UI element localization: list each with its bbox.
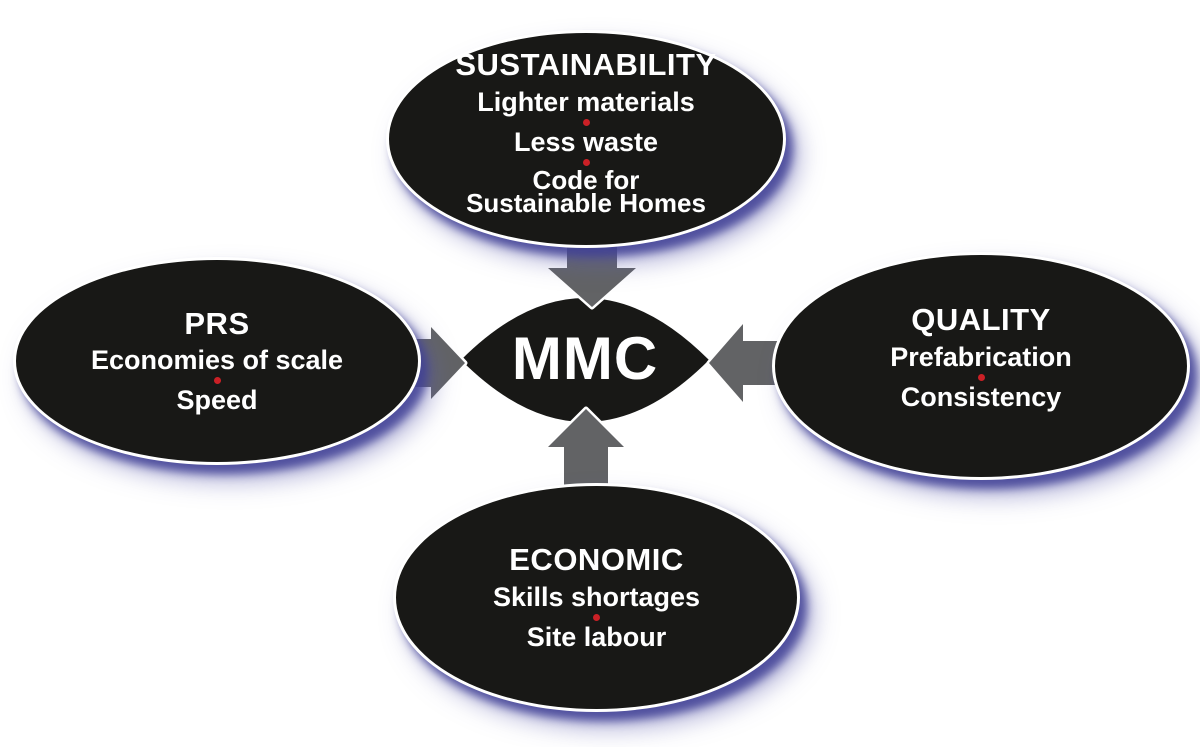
node-item: Code for Sustainable Homes — [466, 164, 706, 218]
node-sustainability: SUSTAINABILITY Lighter materials Less wa… — [386, 30, 786, 248]
separator-dot-icon — [977, 373, 985, 381]
node-item: Skills shortages — [492, 581, 701, 612]
node-item: Consistency — [900, 381, 1062, 412]
node-item: Prefabrication — [890, 341, 1072, 372]
node-title: SUSTAINABILITY — [455, 47, 717, 83]
node-item: Speed — [176, 385, 258, 416]
node-item: Site labour — [526, 621, 667, 652]
separator-dot-icon — [213, 377, 221, 385]
separator-dot-icon — [593, 613, 600, 621]
separator-dot-icon — [582, 158, 590, 166]
node-title: PRS — [184, 305, 250, 341]
node-title: ECONOMIC — [509, 542, 684, 578]
node-prs: PRS Economies of scale Speed — [13, 257, 421, 465]
separator-dot-icon — [582, 118, 590, 126]
node-quality: QUALITY Prefabrication Consistency — [772, 252, 1190, 480]
node-economic: ECONOMIC Skills shortages Site labour — [393, 483, 800, 712]
node-title: QUALITY — [911, 302, 1051, 338]
node-item: Lighter materials — [477, 86, 695, 117]
node-item: Economies of scale — [90, 345, 344, 376]
node-item: Less waste — [513, 126, 659, 157]
center-node-label: MMC — [511, 325, 659, 393]
